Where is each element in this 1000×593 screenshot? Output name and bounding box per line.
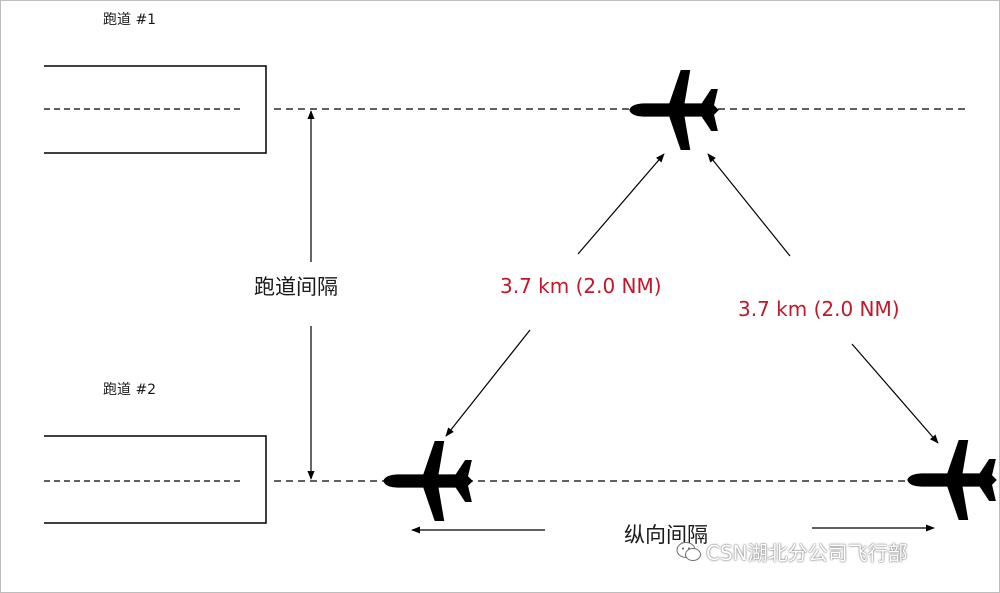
distance-arrow-right — [707, 153, 939, 444]
longitudinal-spacing-arrow — [411, 524, 935, 534]
airplane-icon — [907, 440, 997, 520]
watermark-text: CSN湖北分公司飞行部 — [706, 541, 908, 565]
longitudinal-spacing-label: 纵向间隔 — [624, 523, 708, 547]
wechat-icon — [676, 541, 701, 561]
distance-label-left: 3.7 km (2.0 NM) — [500, 274, 662, 298]
runway-2-label: 跑道 #2 — [103, 382, 157, 398]
watermark: CSN湖北分公司飞行部 — [676, 537, 908, 566]
airplane-icon — [383, 441, 473, 521]
runway-1 — [44, 65, 267, 154]
distance-arrow-left — [445, 153, 665, 437]
distance-label-right: 3.7 km (2.0 NM) — [738, 297, 900, 321]
runway-spacing-label: 跑道间隔 — [254, 275, 338, 299]
runway-1-label: 跑道 #1 — [103, 12, 157, 28]
airplane-icon — [629, 70, 719, 150]
runway-2 — [44, 435, 267, 524]
